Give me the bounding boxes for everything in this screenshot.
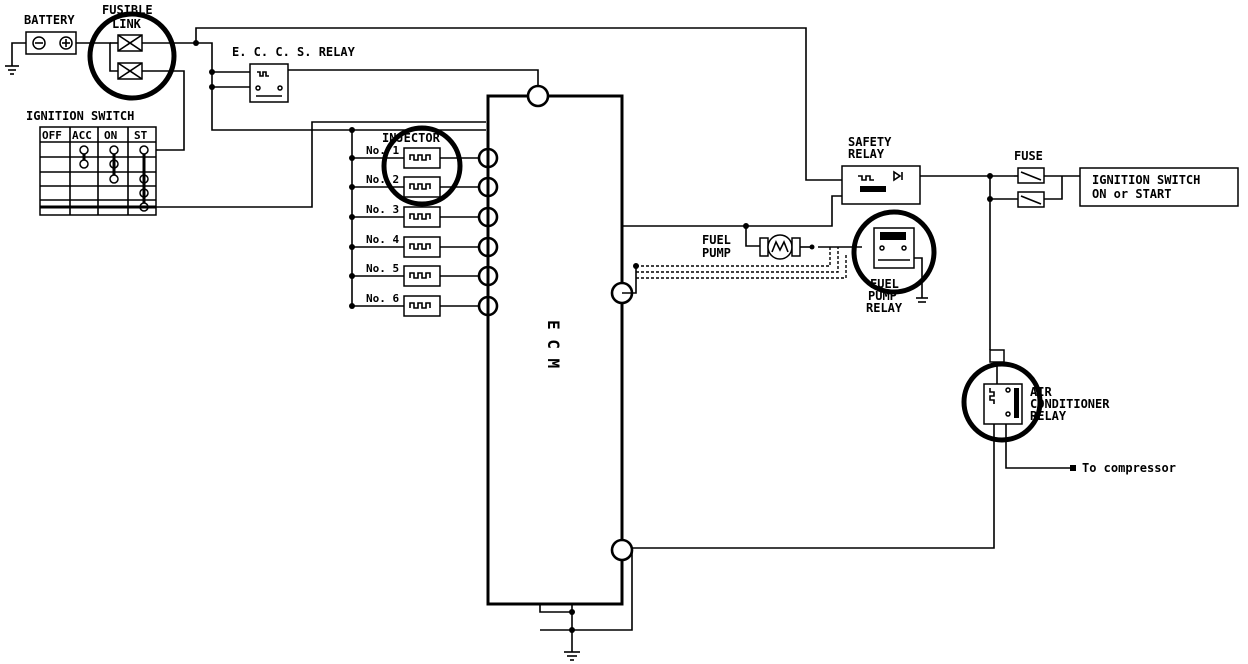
fuel-pump-relay-label-line2: PUMP [868, 289, 897, 303]
fuel-pump-relay-label-line1: FUEL [870, 277, 899, 291]
injector-no3-label: No. 3 [366, 203, 399, 216]
ac-relay-highlight-circle [961, 361, 1043, 443]
ignition-switch-header-off: OFF [42, 129, 62, 142]
eccs-relay-label: E. C. C. S. RELAY [232, 45, 356, 59]
injectors: INJECTOR No. 1 No. 2 No. 3 [349, 125, 499, 317]
ecm-terminal-ac-relay [610, 538, 634, 562]
injector-no5-label: No. 5 [366, 262, 399, 275]
ignition-switch-box-label-line1: IGNITION SWITCH [1092, 173, 1200, 187]
fuel-pump-relay-highlight-circle [851, 209, 937, 295]
fuse-label: FUSE [1014, 149, 1043, 163]
ignition-switch-box-frame [1079, 167, 1239, 207]
ac-relay-label-line2: CONDITIONER [1030, 397, 1110, 411]
safety-relay-label-line1: SAFETY [848, 135, 892, 149]
fuel-pump-relay-label-line3: RELAY [866, 301, 903, 315]
fuel-pump-motor [767, 234, 793, 260]
injector-no5: No. 5 [349, 262, 499, 287]
ecm-label: E C M [544, 320, 563, 368]
fuel-pump-label-line2: PUMP [702, 246, 731, 260]
ignition-switch-header-st: ST [134, 129, 148, 142]
ignition-switch: IGNITION SWITCH OFF ACC ON ST [26, 109, 486, 216]
fuel-pump-label-line1: FUEL [702, 233, 731, 247]
injector-no3: No. 3 [349, 203, 499, 228]
to-compressor-label: To compressor [1082, 461, 1176, 475]
eccs-relay: E. C. C. S. RELAY [232, 45, 356, 103]
ecm: E C M [486, 84, 634, 661]
ac-relay-label-line1: AIR [1030, 385, 1052, 399]
fuel-pump-relay: FUEL PUMP RELAY [851, 209, 937, 315]
ac-relay: AIR CONDITIONER RELAY To compressor [632, 349, 1176, 549]
injector-no2-label: No. 2 [366, 173, 399, 186]
fusible-link-label-line2: LINK [112, 17, 142, 31]
battery-label: BATTERY [24, 13, 75, 27]
injector-no1: No. 1 [349, 144, 499, 169]
fuse-block: FUSE [987, 149, 1080, 350]
injector-highlight-circle [381, 125, 463, 207]
safety-relay-box [841, 165, 921, 205]
safety-relay-label-line2: RELAY [848, 147, 885, 161]
injector-no1-label: No. 1 [366, 144, 399, 157]
ignition-switch-label: IGNITION SWITCH [26, 109, 134, 123]
ignition-switch-header-acc: ACC [72, 129, 92, 142]
injector-no6: No. 6 [349, 292, 499, 317]
safety-relay: SAFETY RELAY [841, 135, 1014, 205]
ignition-switch-box: IGNITION SWITCH ON or START [1079, 167, 1239, 207]
ignition-switch-header-on: ON [104, 129, 117, 142]
injector-no2: No. 2 [349, 173, 499, 198]
ac-relay-label-line3: RELAY [1030, 409, 1067, 423]
fusible-link: FUSIBLE LINK [87, 3, 196, 151]
injector-no4-label: No. 4 [366, 233, 399, 246]
ignition-switch-box-label-line2: ON or START [1092, 187, 1171, 201]
fuel-pump-circuit: FUEL PUMP [622, 195, 862, 294]
fusible-link-highlight-circle [87, 11, 177, 101]
battery: BATTERY [5, 13, 96, 75]
injector-no4: No. 4 [349, 233, 499, 258]
injector-no6-label: No. 6 [366, 292, 399, 305]
ecm-terminal-power [526, 84, 550, 108]
ecm-box [486, 94, 624, 606]
